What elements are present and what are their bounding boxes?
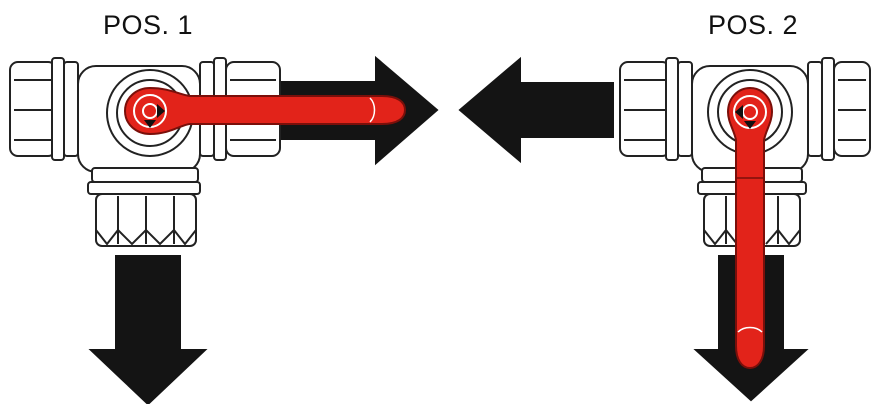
lever-handle-pos-1: [123, 86, 407, 136]
valve-1-left-nut: [9, 57, 79, 161]
valve-2-left-nut: [619, 57, 693, 161]
flow-arrow-down-pos-1: [88, 255, 208, 406]
flow-arrow-left-pos-2: [458, 56, 614, 164]
valve-2-right-nut: [807, 57, 871, 161]
valve-pos-2: [458, 56, 871, 402]
valve-pos-1: [9, 55, 439, 406]
position-label-2: POS. 2: [708, 10, 799, 40]
position-label-1: POS. 1: [103, 10, 194, 40]
valve-1-bottom-nut: [87, 167, 201, 247]
lever-handle-pos-2: [726, 86, 774, 370]
